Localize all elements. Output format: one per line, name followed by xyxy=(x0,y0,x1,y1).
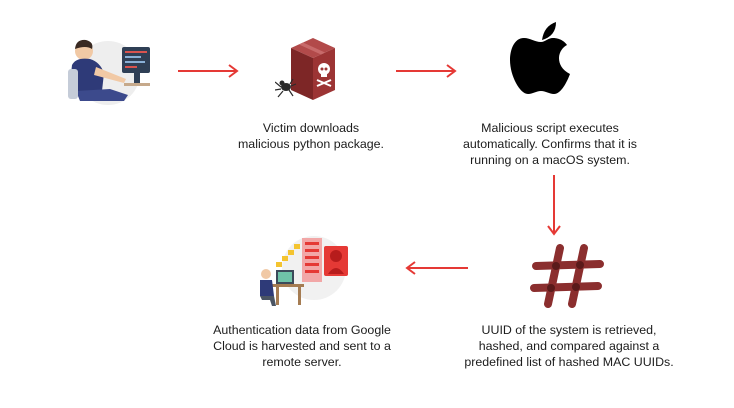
malicious-package-box-icon xyxy=(274,36,345,102)
caption-line: Authentication data from Google xyxy=(213,323,391,337)
hacker-at-computer-icon xyxy=(62,35,154,107)
arrow-right-2 xyxy=(396,64,457,78)
data-exfiltration-icon xyxy=(254,234,354,308)
caption-line: predefined list of hashed MAC UUIDs. xyxy=(464,355,674,369)
apple-logo-icon xyxy=(510,20,572,96)
caption-line: remote server. xyxy=(262,355,342,369)
caption-line: running on a macOS system. xyxy=(470,153,630,167)
caption-line: Malicious script executes xyxy=(481,121,619,135)
caption-line: Victim downloads xyxy=(262,121,360,135)
caption-step-5: Authentication data from Google Cloud is… xyxy=(196,322,408,370)
arrow-right-1 xyxy=(178,64,239,78)
caption-step-3: Malicious script executes automatically.… xyxy=(450,120,650,168)
arrow-left xyxy=(405,261,468,275)
caption-line: automatically. Confirms that it is xyxy=(463,137,637,151)
caption-line: UUID of the system is retrieved, xyxy=(481,323,657,337)
caption-line: malicious python package. xyxy=(237,137,385,151)
caption-step-2: Victim downloads malicious python packag… xyxy=(221,120,401,152)
caption-line: hashed, and compared against a xyxy=(478,339,660,353)
hash-symbol-icon xyxy=(530,244,606,308)
caption-step-4: UUID of the system is retrieved, hashed,… xyxy=(462,322,676,370)
arrow-down xyxy=(547,175,561,236)
caption-line: Cloud is harvested and sent to a xyxy=(213,339,391,353)
